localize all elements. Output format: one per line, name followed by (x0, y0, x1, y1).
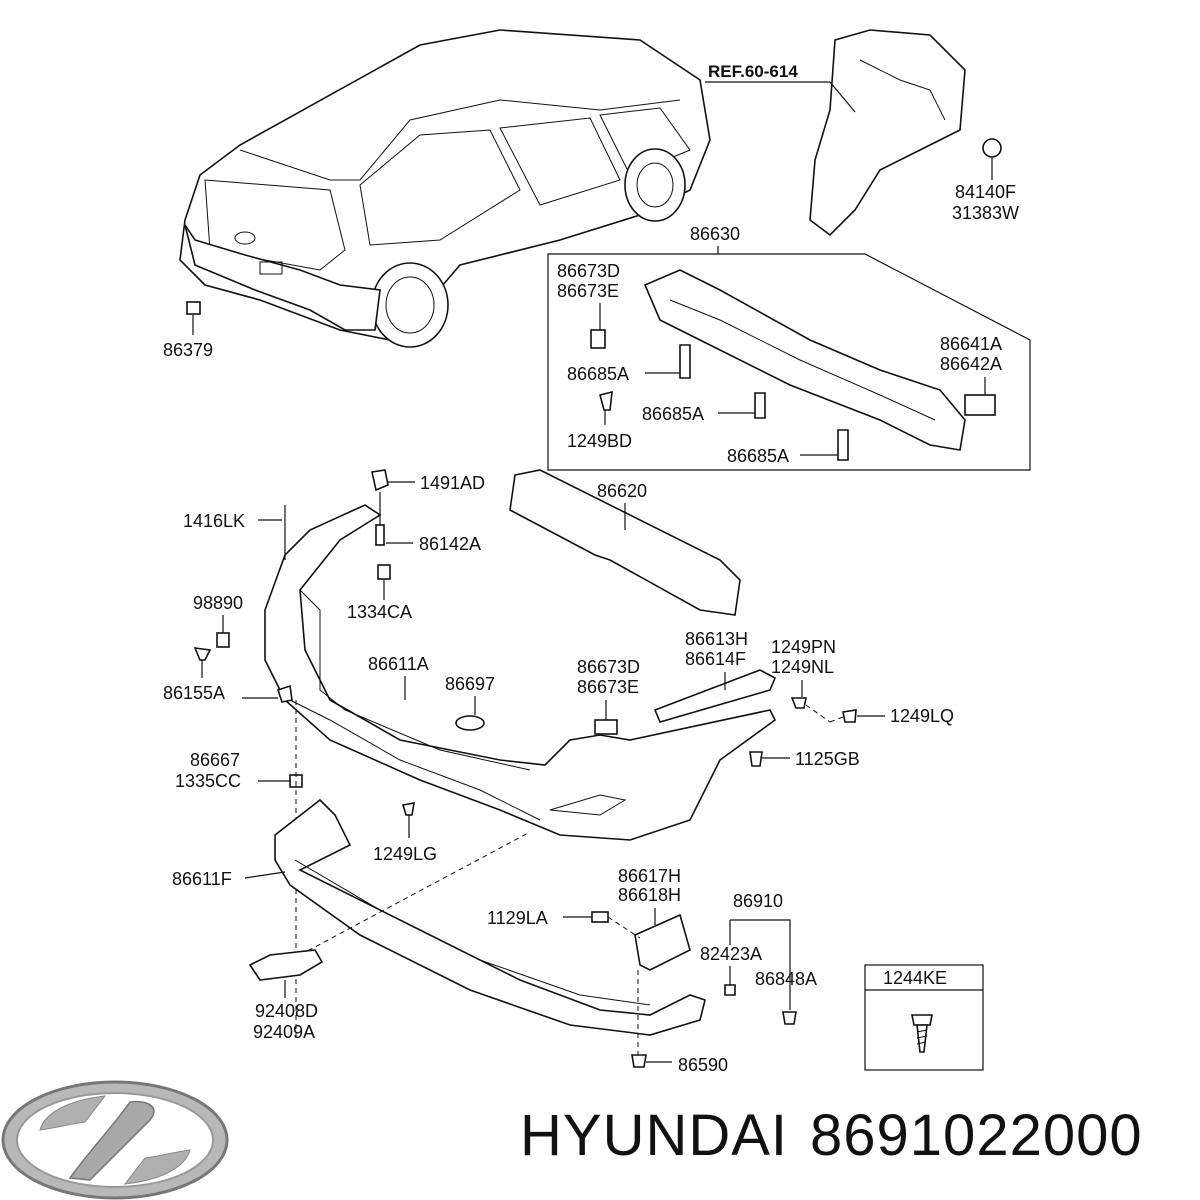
label-82423a: 82423A (700, 944, 762, 964)
label-86630: 86630 (690, 224, 740, 244)
label-92409a: 92409A (253, 1022, 315, 1042)
label-86613h: 86613H (685, 629, 748, 649)
part-86611f-skirt: 86611F (172, 798, 706, 1036)
part-86611a-bumper (264, 504, 777, 841)
ref-fender: REF.60-614 84140F 31383W (705, 29, 1019, 237)
label-86685a-2: 86685A (642, 404, 704, 424)
part-86630-group: 86630 86673D 86673E 86641A 86642A 86685A… (547, 224, 1031, 471)
label-86590: 86590 (678, 1055, 728, 1075)
label-86618h: 86618H (618, 885, 681, 905)
hyundai-logo-icon (1, 1080, 229, 1200)
vehicle-illustration (179, 29, 711, 348)
label-86673d-top: 86673D (557, 261, 620, 281)
label-86848a: 86848A (755, 969, 817, 989)
label-86641a: 86641A (940, 334, 1002, 354)
label-1249lq: 1249LQ (890, 706, 954, 726)
brand-caption: HYUNDAI 8691022000 (520, 1102, 1200, 1192)
part-1244ke-box: 1244KE (864, 964, 984, 1071)
label-ref: REF.60-614 (708, 62, 798, 81)
label-92408d: 92408D (255, 1001, 318, 1021)
label-84140f: 84140F (955, 182, 1016, 202)
part-92408d-reflector: 92408D 92409A (248, 949, 324, 1042)
label-31383w: 31383W (952, 203, 1019, 223)
part-86620: 86620 (509, 469, 741, 616)
label-86611f: 86611F (172, 869, 232, 889)
label-1249nl: 1249NL (771, 657, 834, 677)
label-86685a-1: 86685A (567, 364, 629, 384)
label-86642a: 86642A (940, 354, 1002, 374)
label-1244ke: 1244KE (883, 968, 947, 988)
label-86155a: 86155A (163, 683, 225, 703)
label-86142a: 86142A (419, 534, 481, 554)
brand-name: HYUNDAI (520, 1103, 789, 1168)
label-86617h: 86617H (618, 866, 681, 886)
label-98890: 98890 (193, 593, 243, 613)
label-86611a: 86611A (368, 654, 429, 674)
part-86910-group: 86910 82423A 86848A (700, 891, 817, 1025)
label-86667: 86667 (190, 750, 240, 770)
right-hardware: 86613H 86614F 1249PN 1249NL 1249LQ 1125G… (653, 629, 954, 769)
label-1129la: 1129LA (487, 908, 548, 928)
part-86379: 86379 (163, 301, 213, 360)
label-1334ca: 1334CA (347, 602, 412, 622)
part-number: 8691022000 (810, 1103, 1143, 1168)
label-86697: 86697 (445, 674, 495, 694)
label-86673d-mid: 86673D (577, 657, 640, 677)
label-86685a-3: 86685A (727, 446, 789, 466)
label-1335cc: 1335CC (175, 771, 241, 791)
label-1249bd: 1249BD (567, 431, 632, 451)
label-86614f: 86614F (685, 649, 746, 669)
label-86673e-mid: 86673E (577, 677, 639, 697)
label-1249lg: 1249LG (373, 844, 437, 864)
part-86617h-bracket: 86617H 86618H 1129LA 86590 (487, 866, 728, 1075)
label-1249pn: 1249PN (771, 637, 836, 657)
label-1125gb: 1125GB (795, 749, 860, 769)
label-86379: 86379 (163, 340, 213, 360)
label-86620: 86620 (597, 481, 647, 501)
left-hardware: 1491AD 86142A 1416LK 1334CA 98890 86155A… (163, 469, 640, 1040)
label-1416lk: 1416LK (183, 511, 245, 531)
label-86910: 86910 (733, 891, 783, 911)
label-86673e-top: 86673E (557, 281, 619, 301)
label-1491ad: 1491AD (420, 473, 485, 493)
